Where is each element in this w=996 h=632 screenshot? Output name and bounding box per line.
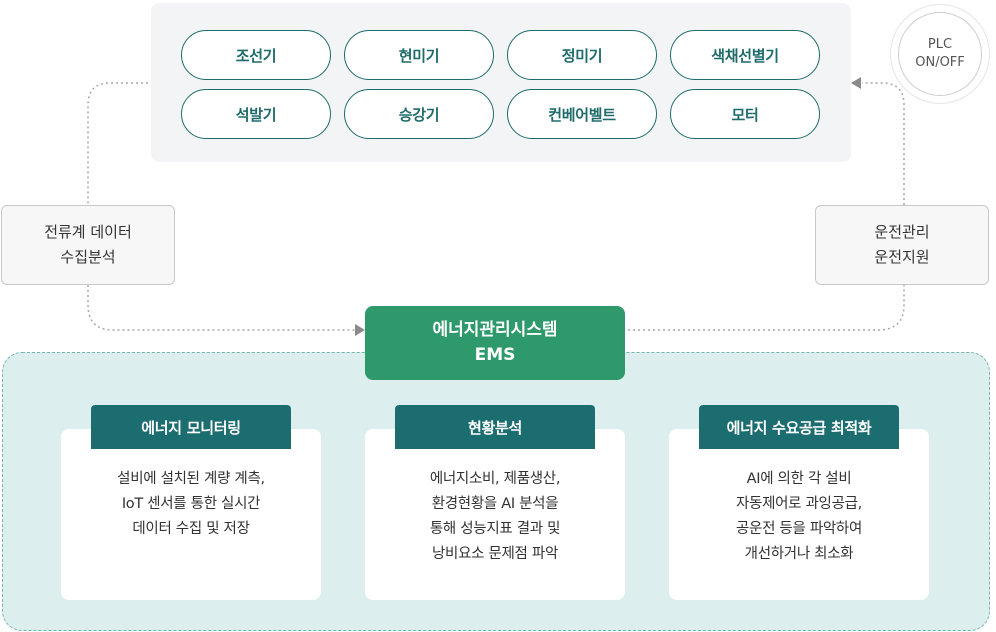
- card-supply-optimization-title[interactable]: 에너지 수요공급 최적화: [699, 405, 899, 449]
- card-line: 데이터 수집 및 저장: [132, 521, 250, 537]
- arrow-into-ems-icon: [355, 324, 365, 336]
- plc-label: PLC: [927, 37, 953, 52]
- equipment-item-conveyor-belt[interactable]: 컨베어벨트: [507, 89, 657, 139]
- plc-state-label: ON/OFF: [915, 55, 965, 70]
- card-line: IoT 센서를 통한 실시간: [121, 496, 261, 512]
- operation-management-box: 운전관리 운전지원: [815, 205, 989, 285]
- equipment-item-jeongmigi[interactable]: 정미기: [507, 30, 657, 80]
- card-supply-optimization: AI에 의한 각 설비 자동제어로 과잉공급, 공운전 등을 파악하여 개선하거…: [669, 429, 929, 600]
- card-energy-monitoring: 설비에 설치된 계량 계측, IoT 센서를 통한 실시간 데이터 수집 및 저…: [61, 429, 321, 600]
- card-status-analysis-body: 에너지소비, 제품생산, 환경현황을 AI 분석을 통해 성능지표 결과 및 낭…: [365, 467, 625, 567]
- arrow-into-panel-icon: [851, 77, 861, 89]
- card-energy-monitoring-title[interactable]: 에너지 모니터링: [91, 405, 291, 449]
- card-line: 통해 성능지표 결과 및: [429, 521, 561, 537]
- equipment-item-destoner[interactable]: 석발기: [181, 89, 331, 139]
- right-box-line1: 운전관리: [874, 223, 930, 241]
- card-line: 낭비요소 문제점 파악: [432, 546, 558, 562]
- equipment-item-hyeonmigi[interactable]: 현미기: [344, 30, 494, 80]
- ems-abbr: EMS: [474, 345, 516, 365]
- card-line: AI에 의한 각 설비: [746, 471, 852, 487]
- card-line: 자동제어로 과잉공급,: [736, 496, 862, 512]
- left-box-line2: 수집분석: [60, 248, 116, 266]
- ems-title: 에너지관리시스템: [432, 320, 558, 340]
- left-box-line1: 전류계 데이터: [44, 223, 132, 241]
- card-line: 환경현황을 AI 분석을: [431, 496, 559, 512]
- card-line: 공운전 등을 파악하여: [736, 521, 862, 537]
- equipment-item-elevator[interactable]: 승강기: [344, 89, 494, 139]
- card-status-analysis: 에너지소비, 제품생산, 환경현황을 AI 분석을 통해 성능지표 결과 및 낭…: [365, 429, 625, 600]
- ems-box[interactable]: 에너지관리시스템 EMS: [365, 306, 625, 380]
- connector-left-box-to-ems: [87, 285, 356, 331]
- connector-ems-to-right-box: [628, 285, 905, 331]
- card-line: 설비에 설치된 계량 계측,: [117, 471, 265, 487]
- equipment-item-color-sorter[interactable]: 색채선별기: [670, 30, 820, 80]
- connector-right-box-to-panel: [862, 82, 905, 205]
- equipment-panel: 조선기 현미기 정미기 색채선별기 석발기 승강기 컨베어벨트 모터: [151, 3, 851, 162]
- right-box-line2: 운전지원: [874, 248, 930, 266]
- card-line: 에너지소비, 제품생산,: [429, 471, 561, 487]
- equipment-item-motor[interactable]: 모터: [670, 89, 820, 139]
- current-meter-data-box: 전류계 데이터 수집분석: [1, 205, 175, 285]
- card-energy-monitoring-body: 설비에 설치된 계량 계측, IoT 센서를 통한 실시간 데이터 수집 및 저…: [61, 467, 321, 542]
- connector-panel-to-left-box: [87, 82, 148, 205]
- card-line: 개선하거나 최소화: [744, 546, 854, 562]
- card-supply-optimization-body: AI에 의한 각 설비 자동제어로 과잉공급, 공운전 등을 파악하여 개선하거…: [669, 467, 929, 567]
- card-status-analysis-title[interactable]: 현황분석: [395, 405, 595, 449]
- plc-on-off-badge[interactable]: PLC ON/OFF: [898, 12, 982, 96]
- equipment-item-joseongi[interactable]: 조선기: [181, 30, 331, 80]
